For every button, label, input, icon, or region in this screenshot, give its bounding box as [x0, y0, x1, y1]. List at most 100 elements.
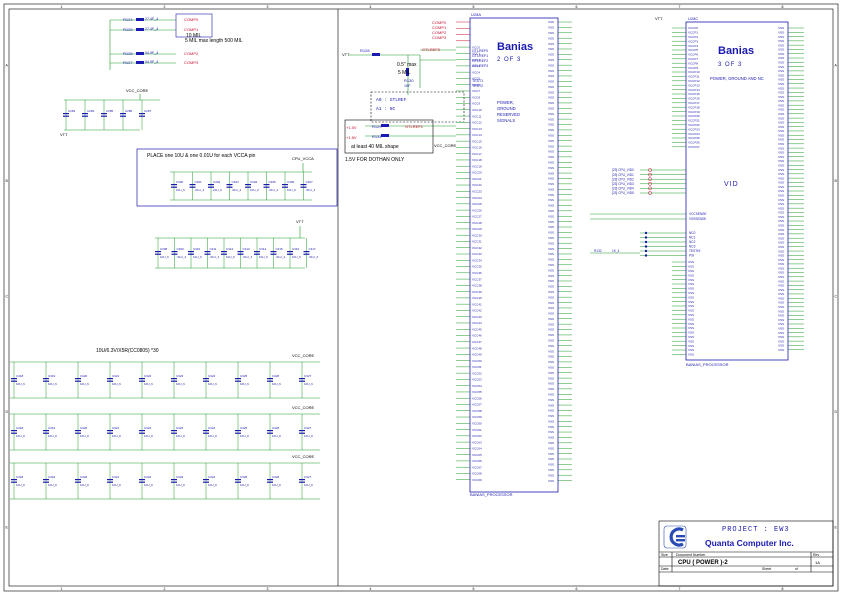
chip-b-right-pin-name: VSS — [778, 292, 784, 296]
chip-b-right-pin-name: VSS — [778, 348, 784, 352]
chip-b-pins: VCCP0VCCP1VCCP2VCCP3VCCP4VCCP5VCCP6VCCP7… — [672, 26, 804, 357]
cap-ref: C326 — [272, 374, 280, 378]
cap-value: 10U_6 — [16, 434, 25, 438]
cap-plate — [43, 378, 49, 380]
chip-a-right-pin-name: VSS — [548, 58, 554, 62]
cap-plate — [139, 479, 145, 481]
chip-b-right-pin-name: VSS — [778, 73, 784, 77]
chip-b-left-pin-name: VCCP6 — [688, 53, 698, 57]
rail-vcc-core-bank2: VCC_CORE — [292, 405, 315, 410]
chip-b-left-pin-name: VCCP16 — [688, 97, 700, 101]
chip-b-right-pin-name: VSS — [778, 172, 784, 176]
chip-b-right-pin-name: VSS — [778, 108, 784, 112]
cap-plate — [171, 251, 178, 253]
cap-plate — [171, 184, 177, 186]
cap-value: 10U_6 — [304, 434, 313, 438]
cap-plate — [189, 184, 196, 186]
vid-connector — [648, 172, 652, 177]
cap-value: 10U_6 — [287, 188, 296, 192]
chip-b-right-pin-name: VSS — [778, 116, 784, 120]
ref-r124: R124 — [123, 17, 133, 22]
sense-pin-name: VCCSENSE — [689, 212, 707, 216]
chip-b-left-pin-name: VCCP5 — [688, 48, 698, 52]
cap-plate — [221, 251, 227, 253]
cap-ref: C325 — [240, 475, 248, 479]
cap-value: .01U_4 — [210, 255, 220, 259]
chip-b-right-pin-name: VSS — [778, 326, 784, 330]
misc-pin-name: NC1 — [689, 236, 696, 240]
chip-a-left-pin-name: VCC61 — [472, 428, 482, 432]
cap-plate — [235, 481, 241, 483]
chip-b-left-pin-name: VSS — [688, 260, 694, 264]
cap-plate — [226, 186, 233, 188]
chip-a-left-pin-name: VCC17 — [472, 152, 482, 156]
chip-a-left-pin-name: VCC2 — [472, 58, 480, 62]
frame-col-mark: 6 — [576, 587, 578, 591]
chip-b-right-pin-name: VSS — [778, 284, 784, 288]
cap-ref: C309 — [177, 247, 185, 251]
chip-a-left-pin-name: VCC66 — [472, 459, 482, 463]
chip-b-left-pin-name: VSS — [688, 309, 694, 313]
cap-plate — [235, 378, 241, 380]
cap-ref: C319 — [48, 374, 56, 378]
chip-a-left-pin-name: VCC69 — [472, 478, 482, 482]
cap-value: 10U_6 — [176, 382, 185, 386]
chip-a-left-pin-name: VCC20 — [472, 171, 482, 175]
chip-a-left-pin-name: VCC0 — [472, 45, 480, 49]
cap-plate — [107, 432, 113, 434]
misc-test-point — [644, 245, 648, 248]
title-date-label: Date: — [661, 567, 669, 571]
chip-a-right-pin-name: VSS — [548, 436, 554, 440]
chip-b-left-pin-name: VCCP23 — [688, 127, 700, 131]
chip-b-left-pin-name: VCCP11 — [688, 75, 700, 79]
chip-b-right-pin-name: VSS — [778, 91, 784, 95]
chip-a-right-pin-name: VSS — [548, 279, 554, 283]
rail-vtt-chip-b: VTT — [655, 16, 663, 21]
chip-a-right-pin-name: VSS — [548, 452, 554, 456]
val-1k: 1K_4 — [612, 249, 620, 253]
chip-a-right-pin-name: VSS — [548, 112, 554, 116]
chip-b-name: Banias — [718, 45, 754, 57]
cap-ref: C324 — [208, 475, 216, 479]
cap-plate — [203, 479, 209, 481]
chip-b-right-pin-name: VSS — [778, 266, 784, 270]
cap-ref: C305 — [269, 180, 277, 184]
chip-b-vid: VID — [724, 181, 739, 188]
cap-plate — [267, 380, 273, 382]
misc-pin-name: TESTHI — [689, 249, 700, 253]
chip-a-right-pin-name: VSS — [548, 457, 554, 461]
quanta-logo — [663, 525, 687, 549]
rail-cpu-vcca: CPU_VCCA — [292, 156, 314, 161]
chip-a-left-pin-name: VCC50 — [472, 359, 482, 363]
cap-ref: C311 — [210, 247, 217, 251]
chip-b-right-pin-name: VSS — [778, 159, 784, 163]
chip-a-left-pin-name: VCC47 — [472, 340, 482, 344]
cap-ref: C326 — [272, 475, 280, 479]
cap-ref: C321 — [112, 426, 120, 430]
chip-b-right-pin-name: VSS — [778, 241, 784, 245]
chip-a-left-pin-name: VCC62 — [472, 434, 482, 438]
chip-b-left-pin-name: VSS — [688, 313, 694, 317]
cap-ref: C319 — [48, 475, 56, 479]
frame-col-mark: 3 — [267, 587, 269, 591]
cap-value: 10U_6 — [176, 483, 185, 487]
chip-a-right-pin-name: VSS — [548, 290, 554, 294]
rail-vcc-core-mid: VCC_CORE — [434, 143, 457, 148]
cap-value: .01U_4 — [177, 255, 187, 259]
chip-a-left-pin-name: VCC44 — [472, 321, 482, 325]
title-doc-label: Document Number — [676, 553, 706, 557]
val-54f-b: 54.9F_4 — [145, 60, 158, 64]
chip-a-right-pin-name: VSS — [548, 473, 554, 477]
cap-row-vcca: C30010U_6C301.01U_4C30210U_6C303.01U_4C3… — [170, 163, 316, 201]
chip-b-right-pin-name: VSS — [778, 82, 784, 86]
chip-b-right-pin-name: VSS — [778, 288, 784, 292]
chip-a-right-pin-name: VSS — [548, 74, 554, 78]
chip-b-right-pin-name: VSS — [778, 232, 784, 236]
chip-a-left-pin-name: VCC6 — [472, 83, 480, 87]
chip-b-right-pin-name: VSS — [778, 339, 784, 343]
cap-plate — [287, 253, 293, 255]
chip-a-sub-3: RESERVED — [497, 112, 520, 117]
chip-a-left-pin-name: VCC57 — [472, 403, 482, 407]
cap-plate — [43, 479, 49, 481]
